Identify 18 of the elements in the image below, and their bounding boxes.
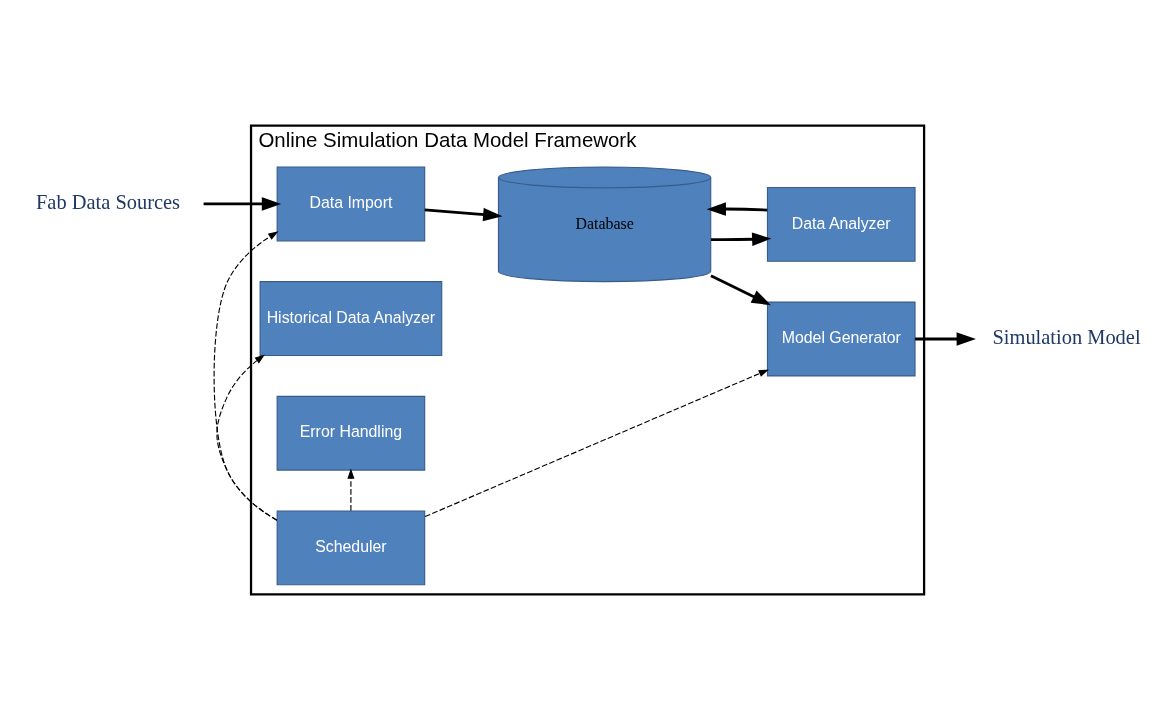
node-box: Data Analyzer	[766, 186, 916, 262]
node-box: Historical Data Analyzer	[259, 281, 443, 357]
node-text: Fab Data Sources	[35, 190, 181, 213]
node-box: Error Handling	[276, 395, 426, 471]
node-text: Simulation Model	[992, 326, 1141, 348]
arrow	[203, 197, 282, 211]
arrow	[706, 202, 768, 216]
arrow	[424, 207, 503, 222]
node-box: Scheduler	[276, 510, 426, 586]
arrow	[213, 231, 279, 521]
arrow	[347, 468, 355, 512]
arrow	[915, 332, 976, 346]
node-box: Model Generator	[766, 301, 916, 377]
node-box: Data Import	[276, 166, 426, 242]
arrow	[216, 354, 278, 521]
arrow	[710, 232, 772, 247]
arrow	[424, 369, 769, 518]
arrow	[710, 274, 771, 306]
